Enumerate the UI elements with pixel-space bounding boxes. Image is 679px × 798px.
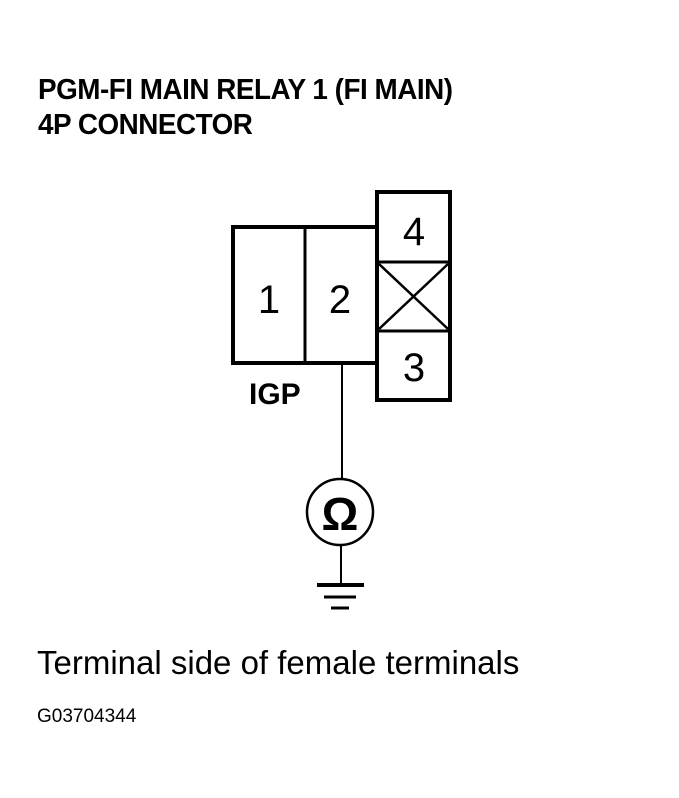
ohm-symbol: Ω [322,488,359,540]
diagram-title-line1: PGM-FI MAIN RELAY 1 (FI MAIN) [38,74,453,106]
pin-2: 2 [329,278,351,322]
diagram-title-line2: 4P CONNECTOR [38,109,253,141]
ground-icon [317,583,364,610]
caption: Terminal side of female terminals [37,644,520,681]
pin-4: 4 [403,210,425,254]
figure-code: G03704344 [37,706,137,727]
pin-2-label: IGP [249,378,301,411]
pin-1: 1 [258,278,280,322]
pin-3: 3 [403,346,425,390]
